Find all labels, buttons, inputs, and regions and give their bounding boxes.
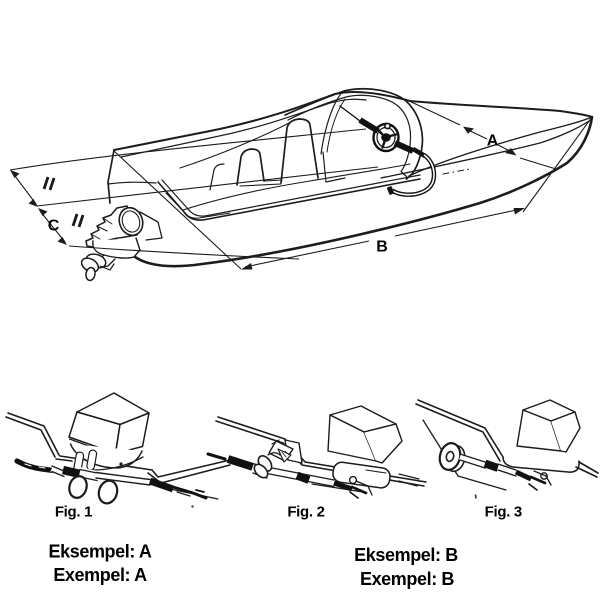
svg-text:Eksempel: B: Eksempel: B	[354, 545, 458, 565]
svg-text:Fig. 3: Fig. 3	[485, 503, 522, 520]
svg-text:Fig. 1: Fig. 1	[55, 504, 92, 521]
svg-text:Eksempel: A: Eksempel: A	[49, 542, 152, 562]
svg-text:A: A	[487, 133, 499, 150]
svg-text:B: B	[376, 239, 388, 256]
svg-text:C: C	[48, 218, 60, 235]
svg-text:Exempel: B: Exempel: B	[360, 569, 454, 589]
svg-text:Fig. 2: Fig. 2	[287, 504, 324, 521]
svg-text:Exempel: A: Exempel: A	[53, 565, 147, 585]
